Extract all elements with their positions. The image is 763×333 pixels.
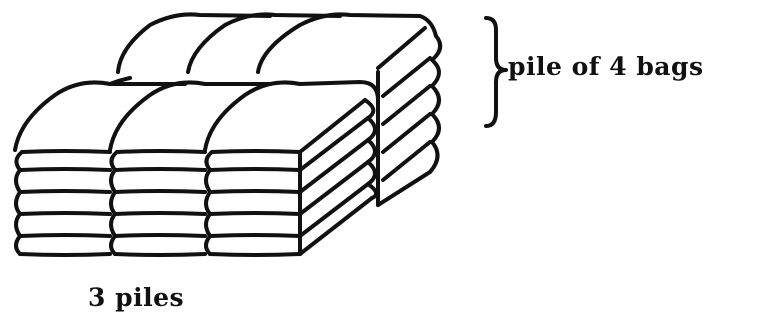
pile-count-label: 3 piles	[88, 283, 184, 312]
back-row-pile-edge	[378, 28, 440, 205]
pile-1	[16, 151, 110, 255]
pile-brace	[486, 18, 506, 126]
back-row-bag-tops	[110, 14, 436, 84]
pile-3-side-face	[300, 100, 376, 254]
pile-3	[206, 151, 300, 255]
pile-2	[111, 151, 205, 255]
front-row-bag-tops	[15, 82, 378, 175]
pile-size-label: pile of 4 bags	[508, 52, 704, 81]
